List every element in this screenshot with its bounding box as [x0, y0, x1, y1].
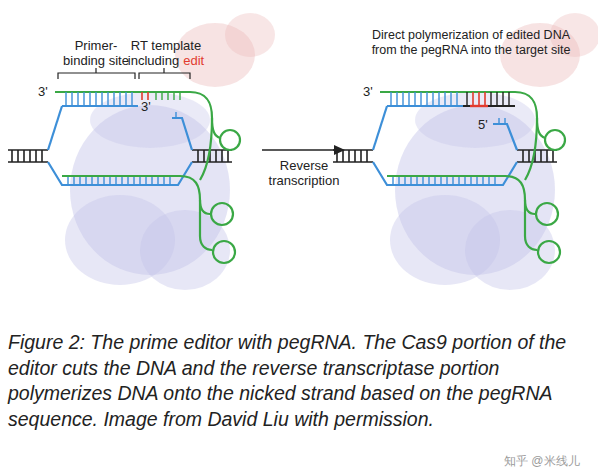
strand-end-label: 3' — [141, 99, 151, 114]
edit-label: edit — [183, 53, 204, 68]
strand-end-label: 3' — [38, 84, 48, 99]
step-label: Direct polymerization of edited DNA from… — [368, 28, 574, 58]
arrow-label: Reverse transcription — [258, 158, 350, 188]
figure-caption: Figure 2: The prime editor with pegRNA. … — [8, 330, 590, 432]
strand-end-label: 5' — [478, 117, 488, 132]
watermark: 知乎 @米线儿 — [504, 454, 580, 469]
region-label: Primer-binding site — [54, 38, 138, 68]
region-label-group: RT template includingedit — [118, 38, 214, 68]
strand-end-label: 3' — [363, 84, 373, 99]
